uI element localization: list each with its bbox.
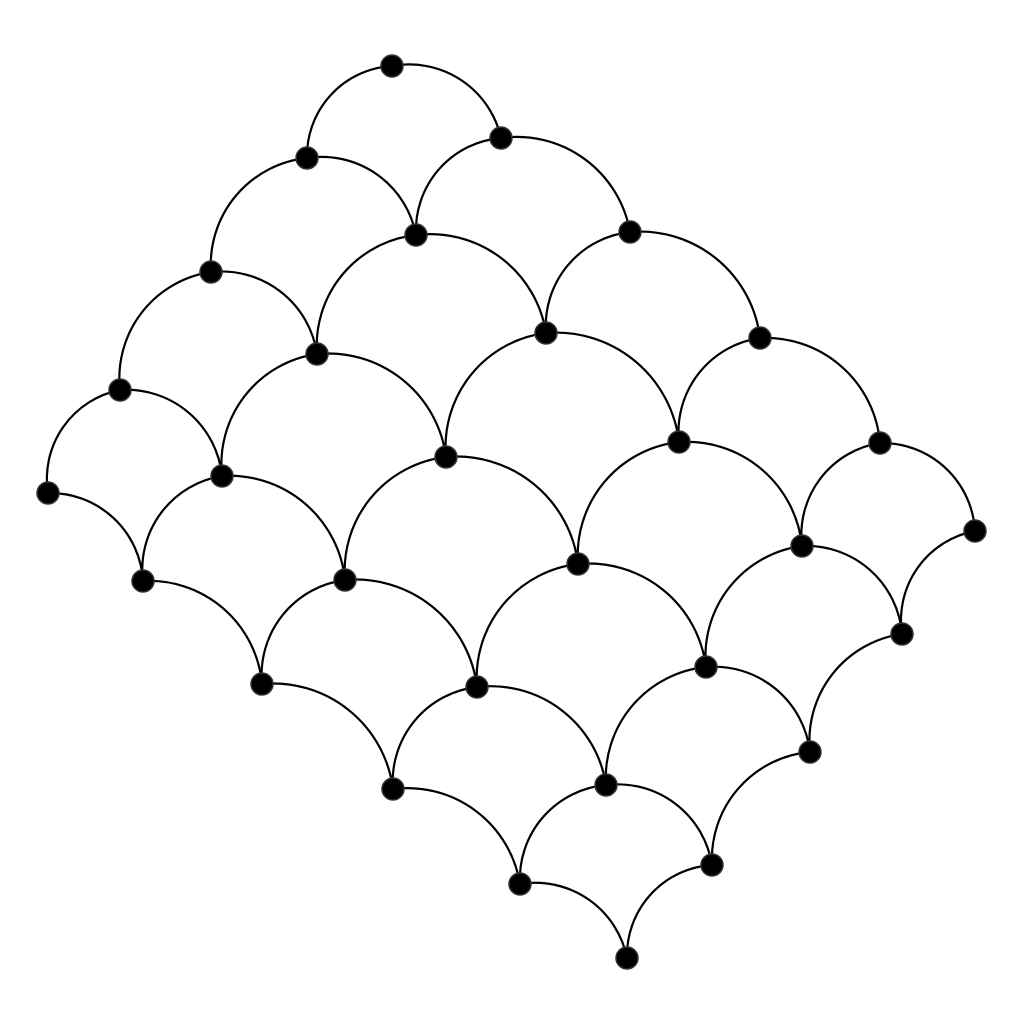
graph-edge: [261, 682, 395, 790]
graph-edge: [629, 230, 762, 339]
graph-edge: [305, 64, 393, 159]
graph-edge: [47, 491, 145, 582]
graph-node: [434, 445, 458, 469]
graph-node: [566, 552, 590, 576]
graph-edge: [415, 233, 548, 334]
graph-edge: [704, 544, 803, 668]
graph-node: [199, 260, 223, 284]
graph-edge: [220, 352, 318, 477]
nodes-group: [36, 54, 987, 970]
graph-node: [748, 326, 772, 350]
graph-node: [305, 342, 329, 366]
graph-node: [36, 481, 60, 505]
graph-edge: [475, 562, 579, 688]
graph-edge: [209, 156, 308, 273]
graph-edge: [306, 155, 418, 236]
graph-edge: [391, 63, 503, 139]
graph-edge: [444, 331, 547, 458]
graph-edge: [445, 455, 580, 565]
graph-node: [210, 464, 234, 488]
graph-edge: [392, 787, 522, 885]
graph-edge: [315, 233, 417, 355]
graph-node: [508, 872, 532, 896]
graph-edge: [316, 352, 448, 458]
graph-edge: [500, 135, 632, 233]
graph-node: [790, 534, 814, 558]
graph-node: [250, 672, 274, 696]
graph-node: [131, 569, 155, 593]
graph-node: [465, 675, 489, 699]
graph-node: [108, 378, 132, 402]
graph-node: [618, 220, 642, 244]
graph-node: [489, 126, 513, 150]
graph-edge: [119, 388, 224, 477]
graph-edge: [118, 270, 212, 391]
graph-edge: [577, 562, 708, 668]
graph-edge: [519, 881, 629, 959]
graph-node: [594, 773, 618, 797]
graph-edge: [625, 863, 713, 959]
graph-edge: [801, 544, 904, 635]
graph-edge: [800, 441, 881, 547]
graph-edge: [710, 750, 811, 866]
graph-edge: [141, 474, 223, 582]
graph-node: [615, 946, 639, 970]
graph-edge: [879, 441, 977, 532]
graph-node: [694, 655, 718, 679]
graph-node: [381, 777, 405, 801]
graph-edge: [476, 685, 608, 786]
graph-edge: [604, 665, 707, 786]
graph-edge: [545, 331, 681, 443]
graph-edge: [414, 136, 502, 236]
graph-edge: [343, 455, 447, 581]
graph-edge: [808, 632, 903, 753]
graph-node: [380, 54, 404, 78]
graph-edge: [899, 529, 976, 635]
graph-edge: [544, 230, 631, 334]
graph-edge: [210, 270, 319, 355]
graph-node: [667, 430, 691, 454]
edges-group: [45, 63, 977, 959]
graph-edge: [678, 440, 804, 547]
graph-node: [963, 519, 987, 543]
graph-node: [798, 740, 822, 764]
graph-edge: [142, 579, 264, 685]
graph-edge: [45, 388, 121, 494]
graph-edge: [344, 578, 479, 688]
graph-edge: [518, 783, 607, 885]
graph-edge: [391, 685, 478, 790]
graph-node: [890, 622, 914, 646]
graph-node: [295, 146, 319, 170]
graph-node: [404, 223, 428, 247]
graph-edge: [260, 578, 346, 685]
graph-node: [868, 431, 892, 455]
graph-edge: [605, 783, 714, 866]
graph-edge: [221, 474, 347, 581]
graph-edge: [759, 336, 882, 444]
graph-edge: [576, 440, 680, 565]
graph-node: [534, 321, 558, 345]
graph-edge: [677, 336, 761, 443]
graph-node: [700, 853, 724, 877]
graph-node: [333, 568, 357, 592]
graph-edge: [705, 665, 812, 753]
